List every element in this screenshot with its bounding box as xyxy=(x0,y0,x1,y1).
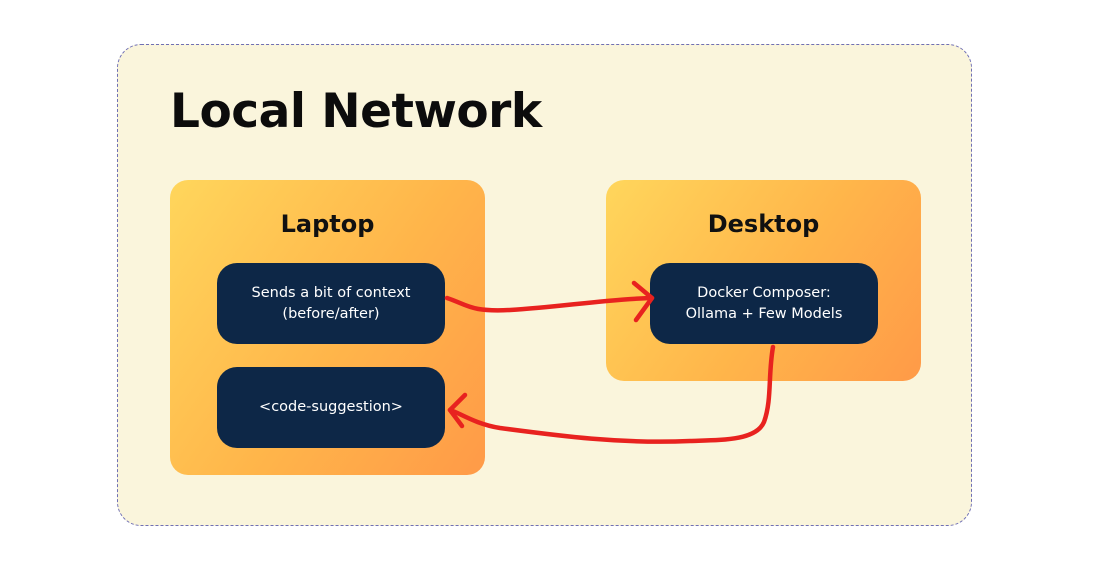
desktop-title: Desktop xyxy=(707,210,820,238)
laptop-title: Laptop xyxy=(280,210,375,238)
request-arrowhead xyxy=(631,280,655,323)
docker-node-line2: Ollama + Few Models xyxy=(685,305,843,322)
docker-composer-node: Docker Composer: Ollama + Few Models xyxy=(650,263,878,344)
context-node-line1: Sends a bit of context xyxy=(251,284,411,301)
context-node: Sends a bit of context (before/after) xyxy=(217,263,445,344)
docker-node-line1: Docker Composer: xyxy=(697,284,831,301)
code-suggestion-label: <code-suggestion> xyxy=(259,399,403,415)
response-arrowhead xyxy=(447,392,468,429)
request-arrow xyxy=(444,295,653,313)
context-node-line2: (before/after) xyxy=(282,305,380,322)
code-suggestion-node: <code-suggestion> xyxy=(217,367,445,448)
network-title: Local Network xyxy=(170,84,542,139)
response-arrow xyxy=(447,344,776,444)
